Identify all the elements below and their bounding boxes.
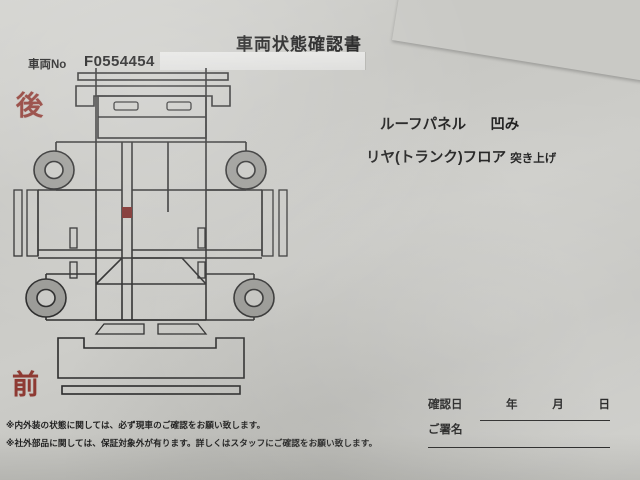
damage-mark-center-tunnel: [122, 207, 132, 218]
paper-bottom-shading: [0, 434, 640, 480]
confirmation-date-label: 確認日: [428, 399, 463, 411]
rear-bumper-inner-bar: [75, 85, 231, 107]
front-bumper-inner-bar: [57, 337, 245, 379]
wheel-front-left-hub: [36, 288, 56, 308]
front-intake-left: [94, 323, 145, 335]
confirmation-date-row: 確認日 年 月 日: [428, 396, 610, 421]
day-unit: 日: [598, 399, 611, 411]
jack-point-left: [69, 227, 78, 249]
signature-block: 確認日 年 月 日 ご署名: [428, 396, 610, 448]
vehicle-no-value: F0554454: [84, 53, 155, 70]
damage-entry-roof-panel: ルーフパネル 凹み: [380, 113, 519, 134]
side-rail-outer-right: [278, 189, 288, 257]
damage-condition-1: 凹み: [490, 117, 520, 133]
wheel-front-right-hub: [244, 288, 264, 308]
month-unit: 月: [552, 399, 564, 411]
rear-slot-right: [166, 101, 192, 111]
damage-condition-2: 突き上げ: [510, 153, 557, 165]
side-rail-outer-left: [13, 189, 23, 257]
year-unit: 年: [506, 399, 518, 411]
engine-bay-taper: [95, 257, 207, 285]
footnote-interior-exterior: ※内外装の状態に関しては、必ず現車のご確認をお願い致します。: [6, 420, 266, 430]
direction-label-front: 前: [12, 370, 39, 400]
damage-part-1: ルーフパネル: [380, 117, 467, 133]
page-title: 車両状態確認書: [236, 35, 362, 54]
front-intake-right: [157, 323, 208, 335]
rear-bumper-outer-bar: [77, 72, 229, 81]
date-write-line: [480, 420, 610, 421]
side-rail-inner-right: [261, 189, 274, 257]
rear-slot-left: [113, 101, 139, 111]
vehicle-frame-diagram: [13, 68, 288, 395]
redacted-field: [160, 52, 366, 70]
wheel-rear-left-hub: [44, 160, 64, 180]
signature-write-line: [428, 447, 610, 448]
jack-point-right: [197, 227, 206, 249]
front-bumper-outer-bar: [61, 385, 241, 395]
footnote-aftermarket-parts: ※社外部品に関しては、保証対象外が有ります。詳しくはスタッフにご確認をお願い致し…: [6, 438, 378, 448]
jack-point-left-front: [69, 261, 78, 279]
damage-entry-rear-trunk-floor: リヤ(トランク)フロア 突き上げ: [366, 146, 556, 167]
wheel-rear-right-hub: [236, 160, 256, 180]
side-rail-inner-left: [26, 189, 39, 257]
signature-name-label: ご署名: [428, 424, 463, 436]
vehicle-no-label: 車両No: [28, 59, 67, 71]
damage-part-2: リヤ(トランク)フロア: [366, 150, 507, 166]
signature-name-row: ご署名: [428, 421, 610, 448]
date-ymd-units: 年 月 日: [506, 396, 610, 412]
direction-label-rear: 後: [16, 91, 43, 121]
